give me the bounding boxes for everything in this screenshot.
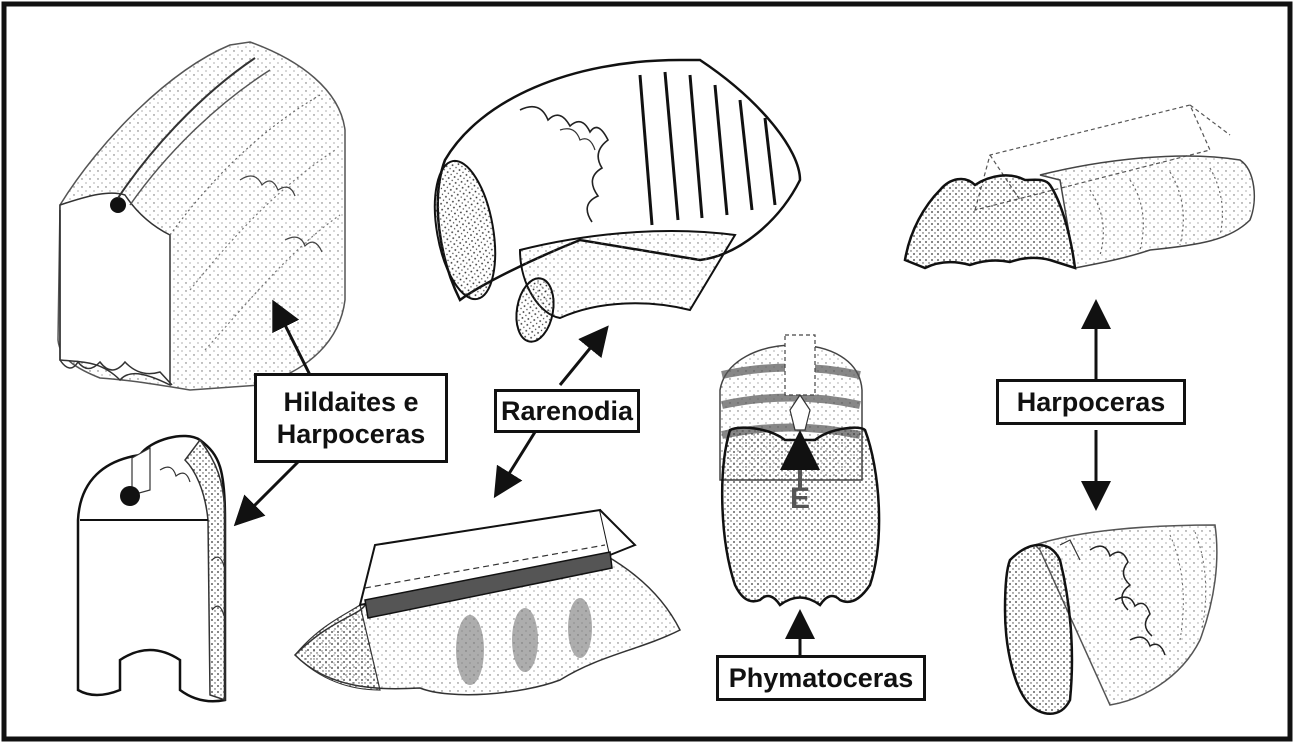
- hildaites-cross-section-illustration: [78, 436, 225, 701]
- harpoceras-keel-block-illustration: [905, 105, 1254, 268]
- label-phymatoceras-text: Phymatoceras: [719, 662, 923, 694]
- label-harpoceras: Harpoceras: [996, 379, 1186, 425]
- label-rarenodia-text: Rarenodia: [497, 395, 637, 427]
- label-rarenodia: Rarenodia: [494, 389, 640, 433]
- arrow-to-rarenodia-whorl: [560, 330, 605, 385]
- label-hildaites-harpoceras: Hildaites e Harpoceras: [254, 373, 448, 463]
- siphuncle-dot: [110, 197, 126, 213]
- label-harpoceras-text: Harpoceras: [999, 386, 1183, 418]
- arrow-to-hildaites-section: [238, 460, 300, 522]
- arrow-to-rarenodia-keel: [497, 432, 535, 493]
- label-e-marker: E: [790, 482, 810, 516]
- hildaites-keeled-whorl-illustration: [58, 42, 345, 390]
- rarenodia-keel-block-illustration: [295, 510, 680, 695]
- rarenodia-ribbed-whorl-illustration: [425, 60, 800, 345]
- label-hildaites-line2: Harpoceras: [257, 418, 445, 450]
- siphuncle-dot: [120, 486, 140, 506]
- label-phymatoceras: Phymatoceras: [716, 655, 926, 701]
- label-hildaites-line1: Hildaites e: [257, 386, 445, 418]
- phymatoceras-cross-section-illustration: [720, 335, 879, 605]
- harpoceras-ribbed-whorl-illustration: [1005, 525, 1217, 714]
